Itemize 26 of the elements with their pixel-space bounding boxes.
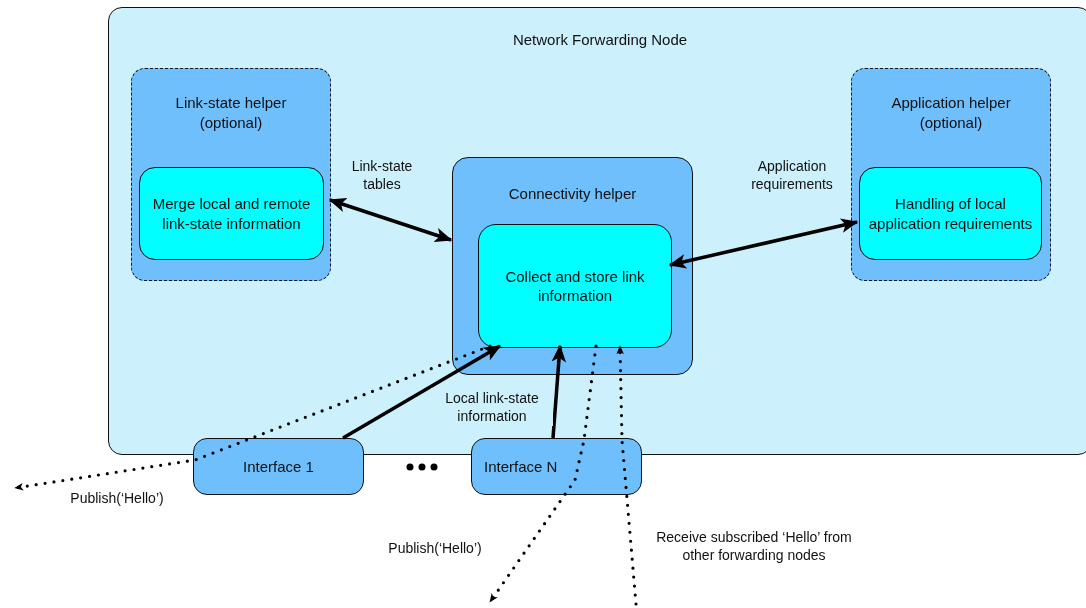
node-label: Collect and store link information — [504, 266, 646, 306]
process-box — [139, 167, 324, 260]
arrow — [328, 198, 453, 242]
dotted-arrow — [616, 344, 638, 606]
node-heading: Link-state helper (optional) — [174, 93, 288, 132]
dotted-arrow — [13, 344, 492, 491]
arrow — [668, 218, 859, 269]
process-box — [859, 167, 1042, 260]
helper-box — [452, 157, 693, 375]
node-label: Interface 1 — [242, 456, 315, 477]
dotted-arrow — [488, 344, 598, 604]
node-label: Handling of local application requirements — [867, 194, 1034, 233]
arrow — [551, 344, 567, 439]
process-box — [478, 224, 672, 348]
node-heading: Network Forwarding Node — [511, 30, 689, 50]
helper-box — [131, 68, 331, 281]
container-box — [108, 7, 1086, 455]
node-heading: Connectivity helper — [507, 184, 638, 204]
node-label: Interface N — [483, 456, 559, 477]
helper-box — [851, 68, 1051, 281]
interface-box — [471, 438, 642, 495]
interface-box — [193, 438, 364, 495]
arrow — [342, 344, 502, 440]
edge-label: Local link-state information — [431, 388, 553, 427]
node-heading: Application helper (optional) — [890, 93, 1012, 132]
node-label: Merge local and remote link-state information — [151, 194, 312, 233]
